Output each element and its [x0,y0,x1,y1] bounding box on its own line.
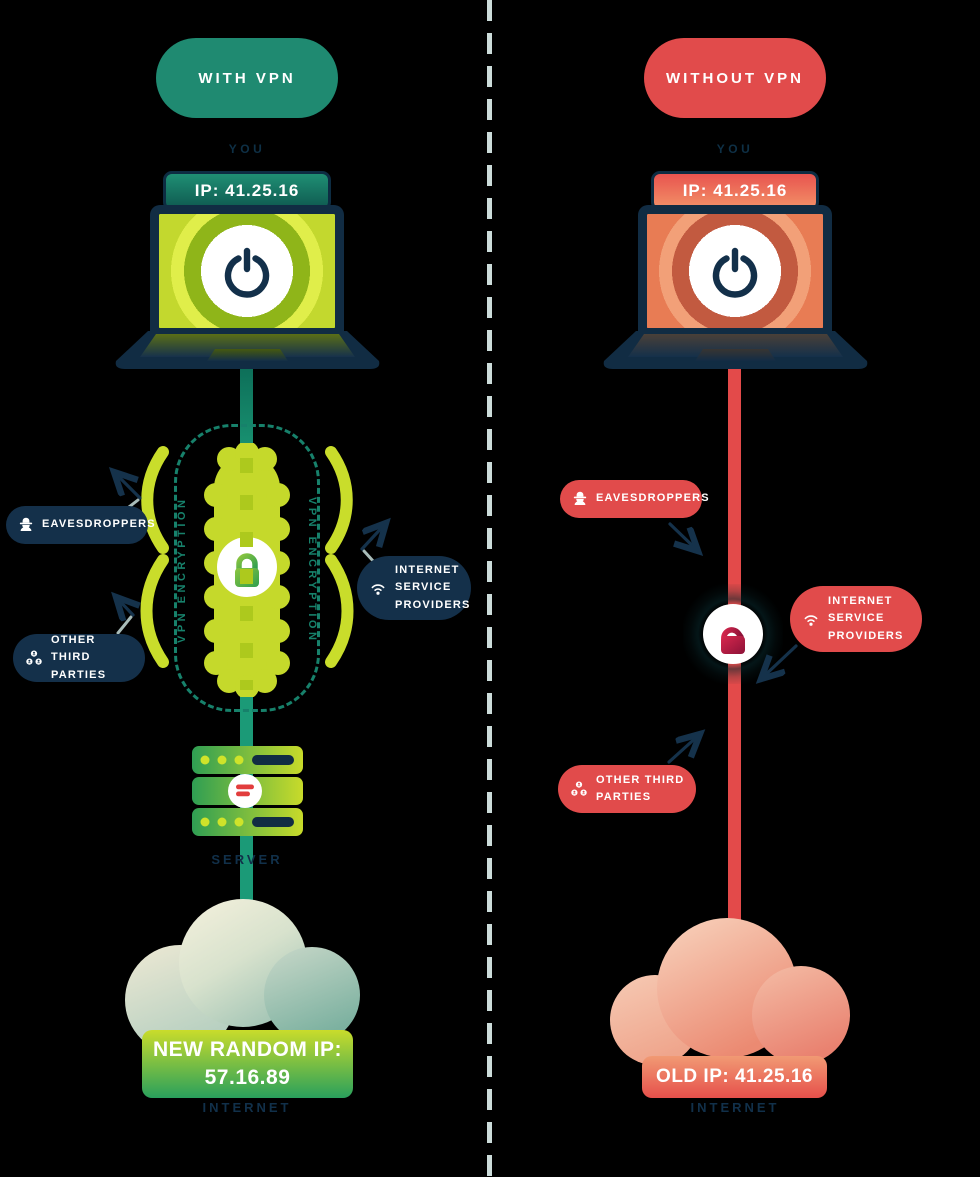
wifi-icon [802,612,820,627]
vpn-encryption-label-right: VPN ENCRYPTION [306,496,318,644]
laptop-screen-left [150,205,344,335]
open-lock-badge [703,604,763,664]
isp-label-left: INTERNET SERVICE PROVIDERS [395,564,471,611]
ip-badge-left-text: IP: 41.25.16 [194,181,300,200]
laptop-base-right [603,331,868,369]
internet-label-right: INTERNET [690,1100,780,1115]
internet-cloud-left [125,899,360,1055]
eavesdroppers-label-left: EAVESDROPPERS [42,518,156,531]
without-vpn-header: WITHOUT VPN [644,38,826,118]
isp-label-right: INTERNET SERVICE PROVIDERS [828,595,904,642]
power-icon [712,247,758,298]
spy-icon [18,517,34,533]
center-dashed-divider [487,0,492,1177]
server-logo-circle [228,774,262,808]
server-label: SERVER [211,852,283,867]
eavesdroppers-label-right: EAVESDROPPERS [596,492,710,505]
with-vpn-header-label: WITH VPN [198,69,296,87]
with-vpn-header: WITH VPN [156,38,338,118]
you-label-right: YOU [716,142,754,156]
internet-cloud-right [610,918,850,1065]
ip-badge-left: IP: 41.25.16 [163,171,331,211]
vpn-encryption-label-left: VPN ENCRYPTION [176,496,188,644]
vpn-server [192,746,303,836]
old-ip-text: OLD IP: 41.25.16 [656,1066,813,1087]
vpn-tunnel-border [174,424,320,712]
other-third-parties-label-left: OTHER THIRD PARTIES [51,634,107,681]
encrypted-data-dashes [240,458,253,690]
ip-badge-right-text: IP: 41.25.16 [682,181,788,200]
new-ip-text: NEW RANDOM IP: 57.16.89 [153,1037,342,1089]
other-third-parties-pill-right: OTHER THIRD PARTIES [558,765,696,813]
power-icon [224,247,270,298]
open-lock-icon [721,627,745,654]
other-third-parties-label-right: OTHER THIRD PARTIES [596,773,685,803]
isp-pill-right: INTERNET SERVICE PROVIDERS [790,586,922,652]
old-ip-band: OLD IP: 41.25.16 [642,1056,827,1098]
people-icon [25,649,43,667]
you-label-left: YOU [228,142,266,156]
internet-label-left: INTERNET [202,1100,292,1115]
eavesdroppers-pill-left: EAVESDROPPERS [6,506,155,544]
spy-icon [572,491,588,507]
other-third-parties-pill-left: OTHER THIRD PARTIES [13,634,145,682]
laptop-base-left [115,331,380,369]
isp-pill-left: INTERNET SERVICE PROVIDERS [357,556,471,620]
people-icon [570,780,588,798]
wifi-icon [369,581,387,596]
laptop-screen-right [638,205,832,335]
eavesdroppers-pill-right: EAVESDROPPERS [560,480,709,518]
expressvpn-logo-icon [236,784,254,797]
new-ip-band: NEW RANDOM IP: 57.16.89 [142,1030,353,1098]
without-vpn-header-label: WITHOUT VPN [666,69,804,87]
